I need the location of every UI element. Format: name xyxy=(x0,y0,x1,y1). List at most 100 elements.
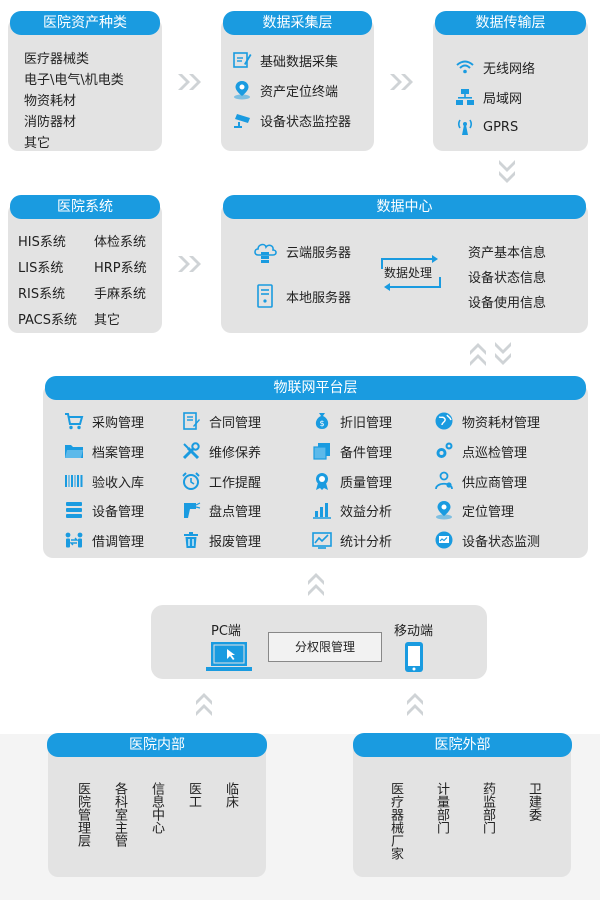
mobile-phone-icon[interactable] xyxy=(404,641,424,673)
collection-header: 数据采集层 xyxy=(223,11,372,35)
module-statistics: 统计分析 xyxy=(312,530,392,550)
location-pin-icon xyxy=(232,80,252,100)
chevron-up-icon xyxy=(196,693,212,716)
module-loan: 借调管理 xyxy=(64,530,144,550)
asset-types-header: 医院资产种类 xyxy=(10,11,160,35)
module-label: 设备状态监测 xyxy=(462,534,541,550)
internal-role: 各科室主管 xyxy=(112,782,127,847)
module-label: 盘点管理 xyxy=(209,504,262,520)
globe-icon xyxy=(434,411,454,431)
module-label: 维修保养 xyxy=(209,445,262,461)
hospital-system-item: 手麻系统 xyxy=(94,287,147,302)
iot-platform-header: 物联网平台层 xyxy=(45,376,586,400)
people-transfer-icon xyxy=(64,530,84,550)
pc-terminal-label: PC端 xyxy=(211,624,241,639)
antenna-icon xyxy=(455,117,475,137)
hospital-system-item: LIS系统 xyxy=(18,261,64,276)
transmission-item-label: 无线网络 xyxy=(483,61,536,77)
data-center-header: 数据中心 xyxy=(223,195,586,219)
module-equipment: 设备管理 xyxy=(64,500,144,520)
server-stack-icon xyxy=(64,500,84,520)
chevron-down-icon xyxy=(499,160,515,183)
hospital-system-item: 其它 xyxy=(94,313,121,328)
hospital-system-item: RIS系统 xyxy=(18,287,66,302)
module-label: 借调管理 xyxy=(92,534,145,550)
module-label: 定位管理 xyxy=(462,504,515,520)
transmission-item-label: GPRS xyxy=(483,119,519,135)
gears-icon xyxy=(434,441,454,461)
module-label: 档案管理 xyxy=(92,445,145,461)
local-server-icon xyxy=(256,284,274,308)
module-status-monitoring: 设备状态监测 xyxy=(434,530,540,550)
internal-role: 医院管理层 xyxy=(75,782,90,847)
money-bag-icon: $ xyxy=(312,411,332,431)
module-label: 点巡检管理 xyxy=(462,445,528,461)
chevron-right-icon xyxy=(390,74,413,90)
transmission-header: 数据传输层 xyxy=(435,11,586,35)
asset-type-item: 医疗器械类 xyxy=(24,52,90,67)
local-server-label: 本地服务器 xyxy=(286,290,352,306)
asset-type-item: 消防器材 xyxy=(24,115,77,130)
module-supplier: 供应商管理 xyxy=(434,471,527,491)
module-purchase: 采购管理 xyxy=(64,411,144,431)
chevron-down-icon xyxy=(495,342,511,365)
module-label: 折旧管理 xyxy=(340,415,393,431)
mobile-terminal-label: 移动端 xyxy=(394,624,434,639)
permission-management-box: 分权限管理 xyxy=(268,632,382,662)
external-party: 卫建委 xyxy=(526,782,541,821)
module-contract: 合同管理 xyxy=(181,411,261,431)
data-center-output: 资产基本信息 xyxy=(468,246,547,261)
processing-cycle-icon xyxy=(381,255,441,291)
module-positioning: 定位管理 xyxy=(434,500,514,520)
hospital-systems-header: 医院系统 xyxy=(10,195,160,219)
hospital-system-item: PACS系统 xyxy=(18,313,78,328)
asset-type-item: 电子\电气\机电类 xyxy=(24,73,124,88)
hospital-systems-panel xyxy=(8,203,162,333)
external-party: 药监部门 xyxy=(480,782,495,834)
chevron-up-icon xyxy=(407,693,423,716)
chevron-up-icon xyxy=(470,343,486,366)
module-label: 效益分析 xyxy=(340,504,393,520)
external-party: 计量部门 xyxy=(434,782,449,834)
external-header: 医院外部 xyxy=(353,733,572,757)
asset-type-item: 其它 xyxy=(24,136,51,151)
copy-icon xyxy=(312,441,332,461)
scanner-icon xyxy=(181,500,201,520)
module-inspection: 点巡检管理 xyxy=(434,441,527,461)
award-icon xyxy=(312,471,332,491)
collection-item-basic: 基础数据采集 xyxy=(232,50,338,70)
hospital-system-item: HIS系统 xyxy=(18,235,66,250)
cart-icon xyxy=(64,411,84,431)
module-reminder: 工作提醒 xyxy=(181,471,261,491)
collection-item-label: 资产定位终端 xyxy=(260,84,339,100)
module-label: 质量管理 xyxy=(340,475,393,491)
camera-icon xyxy=(232,110,252,130)
internal-panel xyxy=(48,741,266,877)
tools-icon xyxy=(181,441,201,461)
bar-chart-icon xyxy=(312,500,332,520)
module-label: 备件管理 xyxy=(340,445,393,461)
location-pin-icon xyxy=(434,500,454,520)
trash-icon xyxy=(181,530,201,550)
module-archive: 档案管理 xyxy=(64,441,144,461)
svg-text:$: $ xyxy=(319,419,324,428)
internal-header: 医院内部 xyxy=(47,733,267,757)
laptop-icon[interactable] xyxy=(206,640,252,672)
module-label: 供应商管理 xyxy=(462,475,528,491)
transmission-item-wifi: 无线网络 xyxy=(455,57,535,77)
data-center-output: 设备状态信息 xyxy=(468,271,547,286)
contract-icon xyxy=(181,411,201,431)
module-label: 采购管理 xyxy=(92,415,145,431)
processing-label: 数据处理 xyxy=(384,266,433,280)
transmission-panel xyxy=(433,18,588,151)
collection-item-locator: 资产定位终端 xyxy=(232,80,338,100)
module-label: 工作提醒 xyxy=(209,475,262,491)
wifi-icon xyxy=(455,57,475,77)
chevron-up-icon xyxy=(308,573,324,596)
module-label: 设备管理 xyxy=(92,504,145,520)
transmission-item-label: 局域网 xyxy=(483,91,523,107)
module-label: 物资耗材管理 xyxy=(462,415,541,431)
module-benefit: 效益分析 xyxy=(312,500,392,520)
module-materials: 物资耗材管理 xyxy=(434,411,540,431)
asset-types-list: 医疗器械类 电子\电气\机电类 物资耗材 消防器材 其它 xyxy=(24,48,124,153)
